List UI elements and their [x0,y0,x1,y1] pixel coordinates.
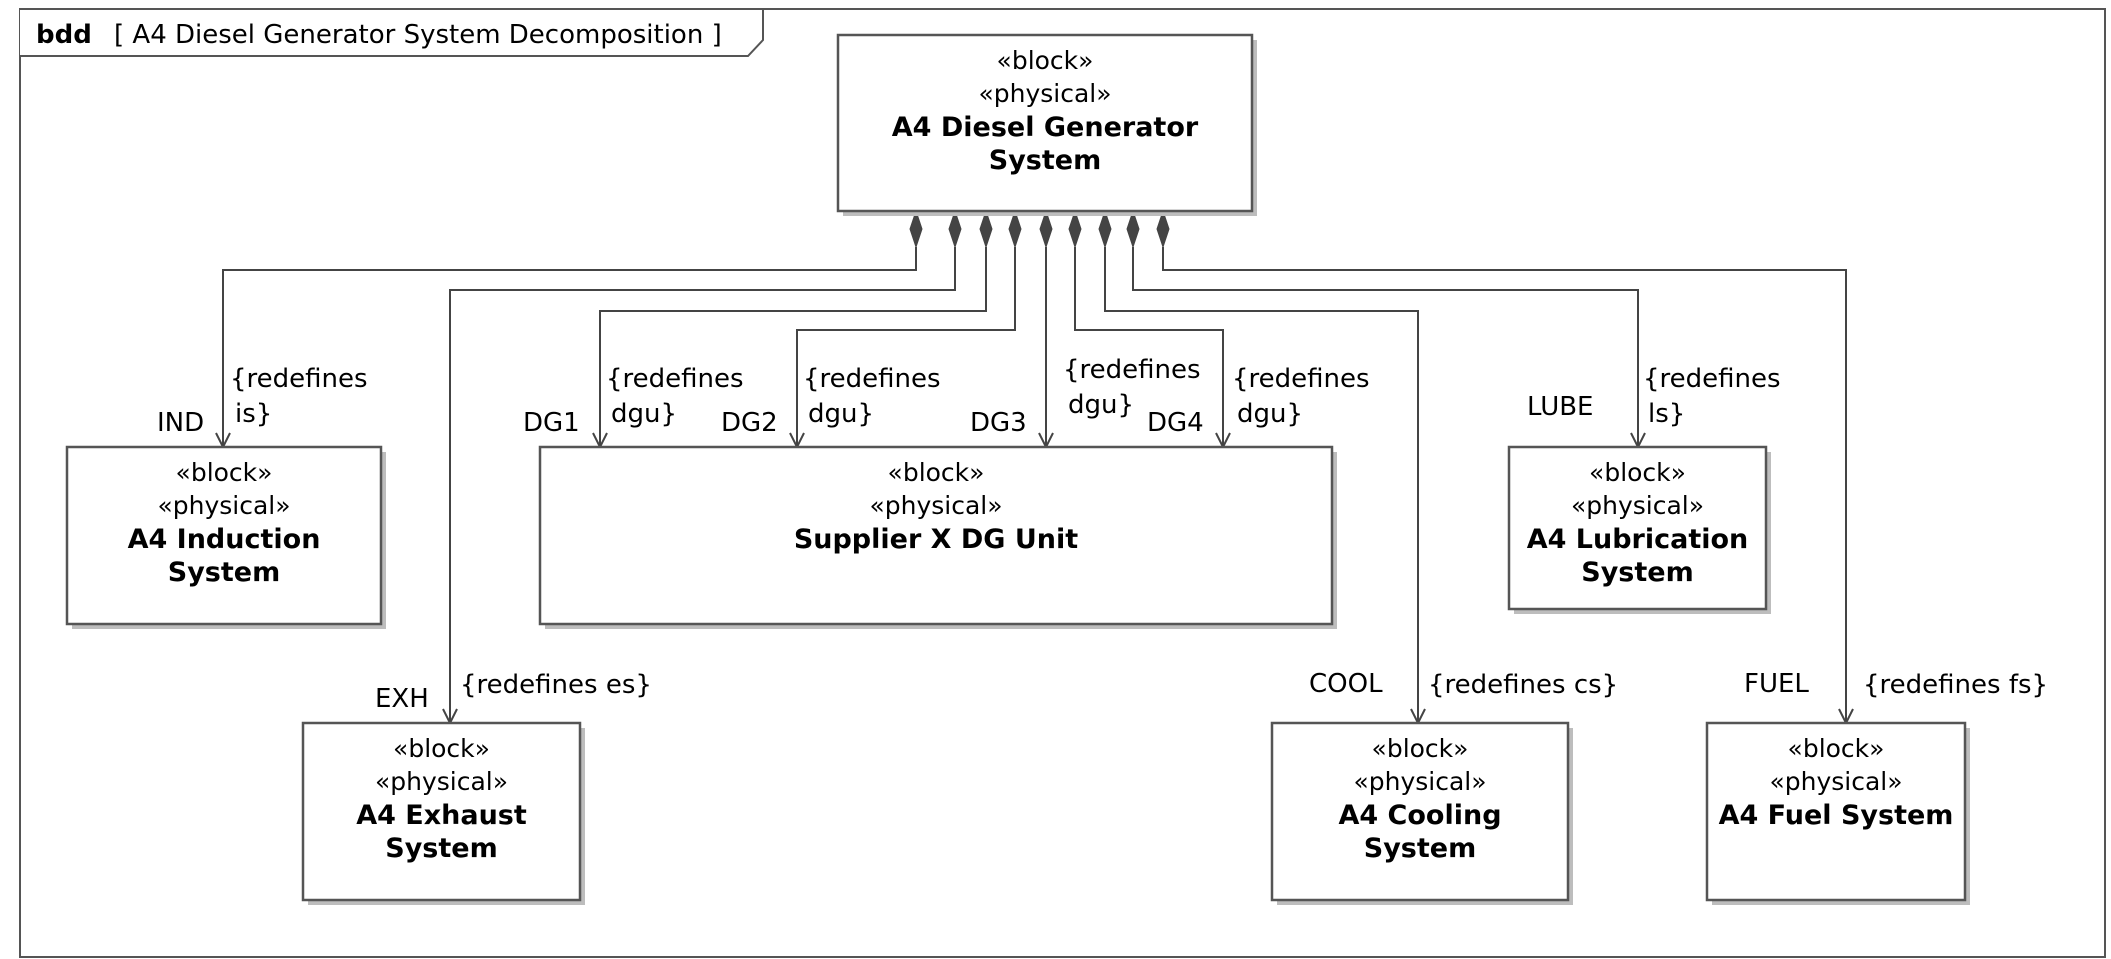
association-line[interactable] [599,247,987,447]
block-name: Supplier X DG Unit [794,524,1078,555]
composition-ind[interactable] [215,209,923,450]
role-label-dg2: DG2 [721,408,778,438]
block-box[interactable] [1507,445,1768,611]
constraint-label-dg2: dgu} [808,399,874,429]
composition-fuel[interactable] [1156,209,1854,726]
composite-diamond [1008,209,1022,249]
constraint-label-cool: {redefines cs} [1428,670,1618,700]
block-box[interactable] [1270,721,1570,902]
block-name: A4 Lubrication [1527,524,1749,555]
block-stereotype: «physical» [157,491,290,520]
block-stereotype: «block» [393,734,490,763]
association-line[interactable] [449,247,956,723]
association-line[interactable] [796,247,1016,447]
block-stereotype: «physical» [1769,767,1902,796]
constraint-label-ind: is} [235,399,272,429]
constraint-label-dg3: {redefines [1063,355,1201,385]
block-root[interactable]: «block» «physical» A4 Diesel GeneratorSyst… [836,33,1257,216]
role-label-dg3: DG3 [970,408,1027,438]
block-box[interactable] [538,445,1334,626]
constraint-label-lube: ls} [1648,399,1685,429]
block-box[interactable] [836,33,1254,213]
composition-dg3[interactable] [1038,209,1054,450]
composition-exh[interactable] [442,209,962,726]
composite-diamond [1039,209,1053,249]
frame-name-tab [20,8,764,57]
block-name: A4 Cooling [1338,800,1501,831]
role-label-ind: IND [157,408,204,438]
block-stereotype: «block» [1788,734,1885,763]
block-box[interactable] [301,721,582,902]
block-name: System [989,145,1101,176]
block-name: System [385,833,497,864]
block-stereotype: «block» [1372,734,1469,763]
constraint-label-fuel: {redefines fs} [1863,670,2048,700]
block-stereotype: «physical» [1353,767,1486,796]
constraint-label-ind: {redefines [230,364,368,394]
composition-dg4[interactable] [1068,209,1231,450]
block-fuel[interactable]: «block» «physical» A4 Fuel System [1705,721,1970,905]
block-stereotype: «physical» [375,767,508,796]
block-name: System [1581,557,1693,588]
block-box[interactable] [65,445,383,626]
composition-dg2[interactable] [789,209,1022,450]
block-name: A4 Exhaust [356,800,527,831]
constraint-label-exh: {redefines es} [460,670,652,700]
blocks-layer: «block»«physical»A4 Diesel GeneratorSyst… [65,33,1970,905]
block-name: System [1364,833,1476,864]
composition-edges [215,209,1854,726]
block-name: A4 Diesel Generator [892,112,1199,143]
constraint-label-dg4: dgu} [1237,399,1303,429]
block-stereotype: «block» [997,46,1094,75]
association-line[interactable] [1162,247,1847,723]
constraint-label-dg4: {redefines [1232,364,1370,394]
frame-kind: bdd [36,20,92,50]
block-name: A4 Induction [128,524,321,555]
role-label-exh: EXH [375,684,429,714]
constraint-label-dg1: {redefines [606,364,744,394]
constraint-label-dg2: {redefines [803,364,941,394]
role-label-cool: COOL [1309,669,1383,699]
composite-diamond [979,209,993,249]
block-dgunit[interactable]: «block» «physical» Supplier X DG Unit [538,445,1337,629]
frame-border [19,8,2106,958]
role-label-dg4: DG4 [1147,408,1204,438]
role-label-fuel: FUEL [1744,669,1809,699]
association-line[interactable] [1104,247,1419,723]
block-stereotype: «physical» [978,79,1111,108]
association-line[interactable] [1074,247,1224,447]
block-name: A4 Fuel System [1719,800,1954,831]
composite-diamond [1156,209,1170,249]
diagram-frame: bdd [ A4 Diesel Generator System Decompo… [19,8,2106,958]
composite-diamond [948,209,962,249]
composition-dg1[interactable] [592,209,993,450]
block-stereotype: «block» [176,458,273,487]
constraint-label-dg3: dgu} [1068,390,1134,420]
association-line[interactable] [222,247,917,447]
block-stereotype: «block» [888,458,985,487]
block-stereotype: «physical» [869,491,1002,520]
block-name: System [168,557,280,588]
block-box[interactable] [1705,721,1967,902]
composite-diamond [1126,209,1140,249]
composite-diamond [1068,209,1082,249]
constraint-label-dg1: dgu} [611,399,677,429]
composite-diamond [909,209,923,249]
association-line[interactable] [1132,247,1639,447]
role-label-lube: LUBE [1527,392,1594,422]
association-labels: IND {redefines is} EXH {redefines es} DG1 {red… [157,355,2048,714]
constraint-label-lube: {redefines [1643,364,1781,394]
block-stereotype: «physical» [1571,491,1704,520]
block-stereotype: «block» [1589,458,1686,487]
frame-title: [ A4 Diesel Generator System Decompositi… [114,20,722,50]
composite-diamond [1098,209,1112,249]
role-label-dg1: DG1 [523,408,580,438]
